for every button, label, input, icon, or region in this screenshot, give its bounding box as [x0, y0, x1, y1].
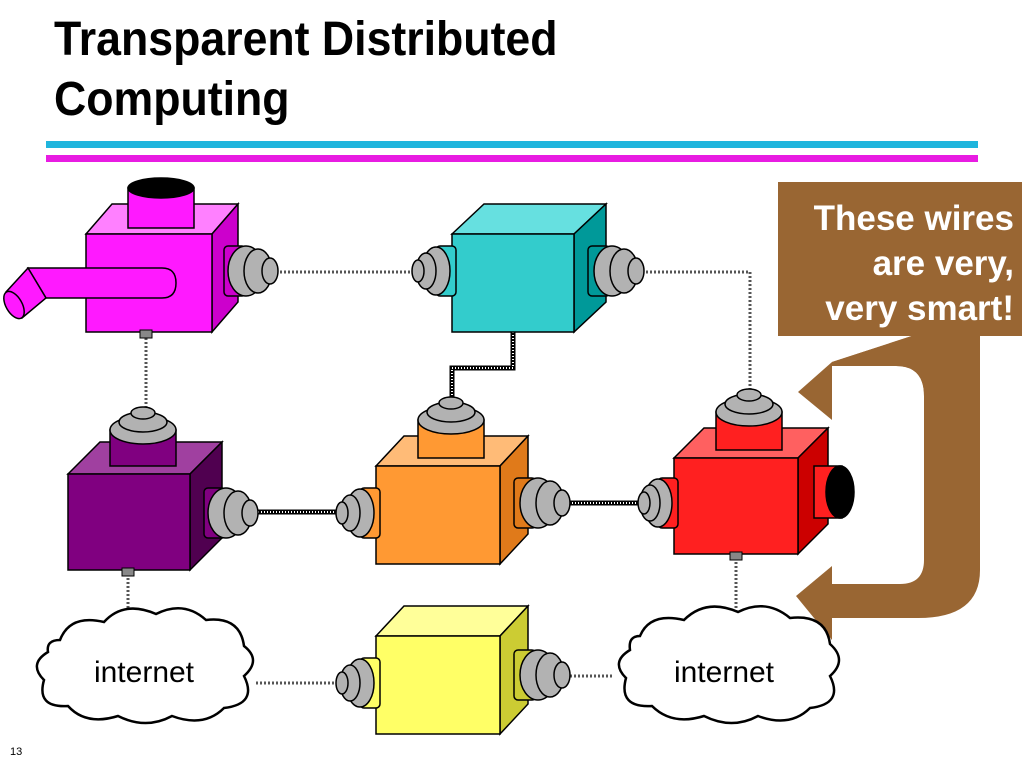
- red-bottom-port: [729, 551, 743, 561]
- page-number: 13: [10, 746, 23, 758]
- callout-line-3: very smart!: [825, 289, 1014, 328]
- brace-lower-arrow: [796, 520, 980, 640]
- slide-title: Transparent Distributed Computing: [54, 10, 558, 130]
- brace-upper-arrow: [798, 332, 980, 520]
- yellow-computer: [335, 604, 571, 736]
- wire-teal-orange: [449, 332, 516, 400]
- cloud-right-label: internet: [674, 656, 775, 689]
- red-computer: [637, 388, 855, 556]
- cloud-right: internet: [617, 605, 841, 725]
- callout-line-2: are very,: [872, 244, 1014, 283]
- purple-computer: [66, 406, 259, 572]
- orange-computer: [335, 396, 571, 566]
- title-line-1: Transparent Distributed: [54, 13, 558, 66]
- cloud-left-label: internet: [94, 656, 195, 689]
- magenta-bottom-port: [139, 329, 153, 339]
- smart-wires-callout: These wires are very, very smart!: [778, 182, 1022, 336]
- callout-line-1: These wires: [813, 199, 1014, 238]
- cloud-left: internet: [35, 607, 255, 725]
- title-rule-cyan: [46, 141, 978, 148]
- wire-teal-red: [638, 270, 752, 392]
- title-line-2: Computing: [54, 73, 290, 126]
- wires: [126, 270, 752, 685]
- title-rule-magenta: [46, 155, 978, 162]
- purple-bottom-port: [121, 567, 135, 577]
- brace-arrows: [796, 332, 980, 640]
- magenta-computer: [3, 177, 279, 335]
- teal-computer: [411, 202, 645, 334]
